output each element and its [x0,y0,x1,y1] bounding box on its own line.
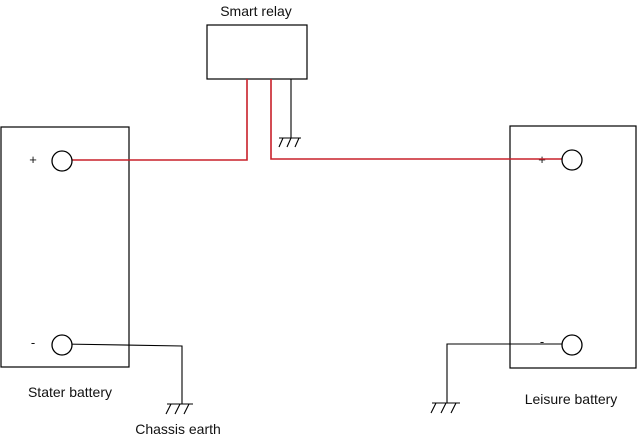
leisure-positive-terminal [561,149,583,171]
starter-positive-wire [62,79,248,161]
starter-battery-label: Stater battery [28,384,112,400]
leisure-battery-label: Leisure battery [525,391,618,407]
ground-icon [430,402,460,414]
smart-relay: Smart relay [206,3,308,80]
starter-earth-wire [61,343,183,404]
starter-negative-terminal [51,334,73,356]
smart-relay-label: Smart relay [220,3,292,19]
leisure-positive-wire [270,79,572,160]
leisure-negative-sign: - [540,334,544,349]
smart-relay-box [206,24,308,80]
ground-icon [165,403,193,415]
leisure-negative-terminal [561,334,583,356]
starter-positive-terminal [51,150,73,172]
leisure-earth-wire [446,343,572,403]
starter-positive-sign: + [29,152,37,167]
starter-negative-sign: - [31,335,35,350]
chassis-earth-label: Chassis earth [135,421,221,437]
ground-icon [278,137,301,148]
